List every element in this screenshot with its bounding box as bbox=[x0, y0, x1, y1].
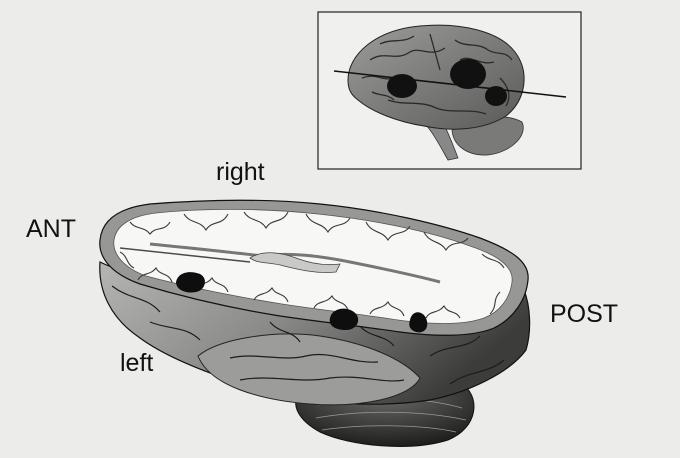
lesion-parietal bbox=[329, 308, 359, 330]
inset-panel bbox=[317, 11, 582, 170]
label-left: left bbox=[120, 349, 154, 377]
label-right: right bbox=[216, 158, 265, 186]
inset-lesion-occipital bbox=[485, 86, 507, 106]
lesion-frontal bbox=[176, 272, 205, 293]
temporal-lobe bbox=[197, 333, 421, 406]
inset-cerebrum bbox=[347, 24, 525, 130]
gyral-folds bbox=[119, 211, 505, 319]
label-anterior: ANT bbox=[26, 215, 76, 243]
midline-fissure bbox=[119, 247, 251, 263]
label-posterior: POST bbox=[550, 300, 619, 328]
lesion-occipital bbox=[409, 312, 428, 333]
inset-section-line bbox=[333, 70, 567, 98]
lateral-ventricle-shape bbox=[249, 252, 341, 273]
surface-sulci bbox=[111, 285, 505, 385]
inset-lesion-parietal bbox=[450, 59, 486, 89]
ventricles bbox=[149, 242, 441, 284]
main-section bbox=[99, 199, 531, 447]
